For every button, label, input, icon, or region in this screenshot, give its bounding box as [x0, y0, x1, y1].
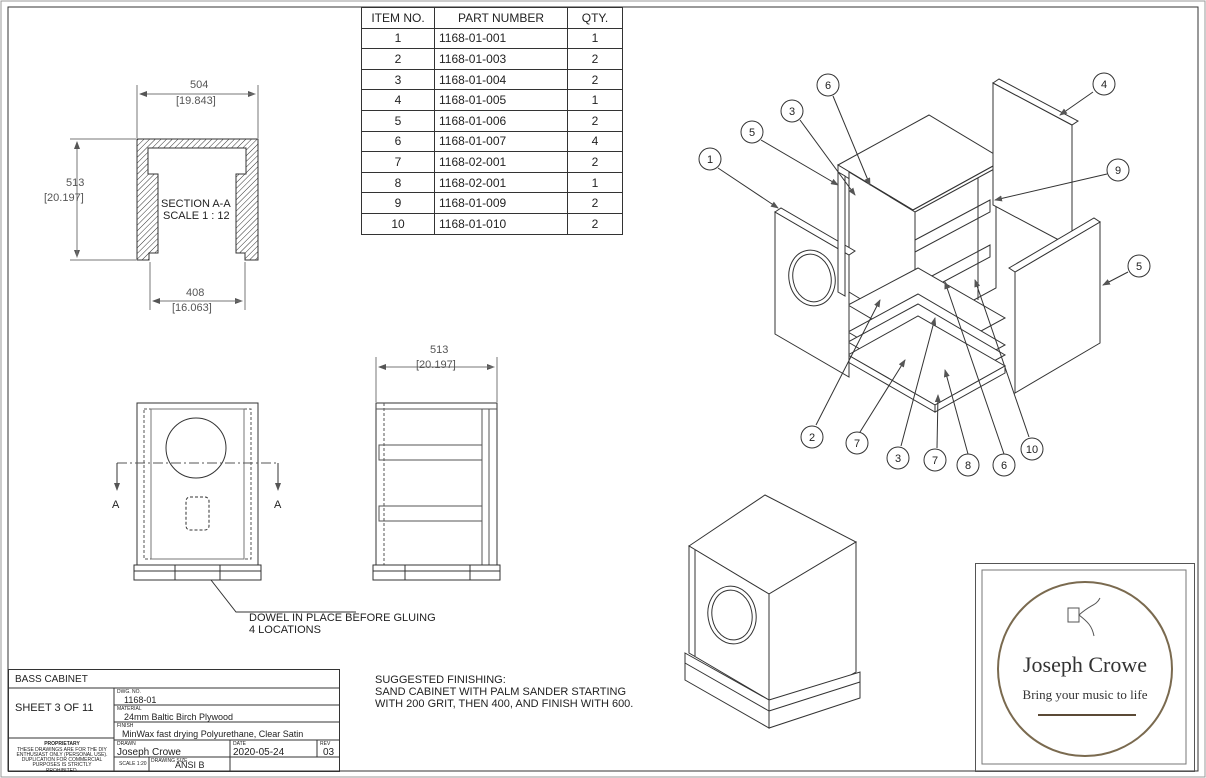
- section-top-dim: 504: [190, 79, 209, 91]
- drawing-title: BASS CABINET: [15, 674, 88, 685]
- section-label: SECTION A-A: [161, 198, 231, 210]
- balloon-3b: [886, 446, 910, 470]
- bom-qty: 2: [567, 212, 623, 235]
- balloon-8-label: 8: [965, 460, 971, 472]
- balloon-6b: [992, 453, 1016, 477]
- balloon-5b: [1127, 254, 1151, 278]
- bom-part: 1168-01-007: [434, 130, 568, 153]
- section-view: [70, 85, 259, 310]
- bom-header-item: ITEM NO.: [361, 7, 435, 29]
- speaker-icon: [1067, 597, 1101, 637]
- drawn-label: DRAWN: [117, 741, 136, 747]
- balloon-4: [1092, 72, 1116, 96]
- balloon-7b-label: 7: [932, 455, 938, 467]
- drawing-size: ANSI B: [175, 760, 205, 770]
- balloon-9: [1106, 158, 1130, 182]
- balloon-6a: [816, 73, 840, 97]
- sheet-number: SHEET 3 OF 11: [15, 702, 94, 714]
- logo-ring: [997, 581, 1173, 757]
- section-side-dim: 513: [66, 177, 85, 189]
- section-top-dim-in: [19.843]: [176, 95, 216, 107]
- date: 2020-05-24: [233, 747, 285, 758]
- balloon-5b-label: 5: [1136, 261, 1142, 273]
- front-view: [114, 402, 356, 613]
- assembled-view: [684, 494, 861, 729]
- section-marker-right: A: [274, 499, 282, 511]
- drawing-size-label: DRAWING SIZE: [151, 758, 188, 764]
- dwg-no: 1168-01: [124, 695, 157, 705]
- balloon-3a: [780, 99, 804, 123]
- date-label: DATE: [233, 741, 246, 747]
- balloon-4-label: 4: [1101, 79, 1107, 91]
- balloon-leaders: [717, 91, 1129, 455]
- balloon-7a: [845, 431, 869, 455]
- balloon-2: [800, 425, 824, 449]
- proprietary-text-2: ENTHUSIAST ONLY (PERSONAL USE).: [16, 752, 108, 758]
- dowel-note-count: 4 LOCATIONS: [249, 624, 321, 636]
- finishing-note-line3: WITH 200 GRIT, THEN 400, AND FINISH WITH…: [375, 698, 634, 710]
- dwg-no-label: DWG. NO.: [117, 689, 141, 695]
- finish-label: FINISH: [117, 723, 134, 729]
- section-bottom-dim: 408: [186, 287, 205, 299]
- bom-part: 1168-01-004: [434, 68, 568, 91]
- dowel-note: DOWEL IN PLACE BEFORE GLUING: [249, 612, 436, 624]
- side-view: [372, 357, 501, 581]
- side-top-dim-in: [20.197]: [416, 359, 456, 371]
- finishing-note-title: SUGGESTED FINISHING:: [375, 674, 506, 686]
- proprietary-text-4: PURPOSES IS STRICTLY PROHIBITED.: [32, 762, 92, 774]
- material-label: MATERIAL: [117, 706, 142, 712]
- balloon-5a: [740, 120, 764, 144]
- balloon-10-label: 10: [1026, 444, 1038, 456]
- exploded-view: [774, 78, 1101, 413]
- bom-part: 1168-01-005: [434, 89, 568, 111]
- balloon-5a-label: 5: [749, 127, 755, 139]
- title-block: BASS CABINET SHEET 3 OF 11 PROPRIETARY T…: [8, 669, 340, 774]
- balloon-8: [956, 453, 980, 477]
- finish: MinWax fast drying Polyurethane, Clear S…: [122, 729, 304, 739]
- section-side-dim-in: [20.197]: [44, 192, 84, 204]
- proprietary-text-3: DUPLICATION FOR COMMERCIAL: [21, 757, 103, 763]
- side-top-dim: 513: [430, 344, 449, 356]
- section-marker-left: A: [112, 499, 120, 511]
- material: 24mm Baltic Birch Plywood: [124, 712, 234, 722]
- balloon-7b: [923, 448, 947, 472]
- logo-tagline: Bring your music to life: [1022, 687, 1148, 702]
- balloon-2-label: 2: [809, 432, 815, 444]
- proprietary-text-1: THESE DRAWINGS ARE FOR THE DIY: [17, 747, 107, 753]
- drawn-by: Joseph Crowe: [117, 747, 181, 758]
- rev: 03: [323, 747, 335, 758]
- balloon-6a-label: 6: [825, 80, 831, 92]
- balloon-7a-label: 7: [854, 438, 860, 450]
- balloon-9-label: 9: [1115, 165, 1121, 177]
- logo-emblem: [997, 581, 1173, 757]
- balloon-10: [1020, 437, 1044, 461]
- logo-block: Joseph Crowe Bring your music to life: [975, 563, 1195, 772]
- logo-name: Joseph Crowe: [1022, 652, 1148, 677]
- section-scale: SCALE 1 : 12: [163, 210, 230, 222]
- balloon-3a-label: 3: [789, 106, 795, 118]
- balloon-6b-label: 6: [1001, 460, 1007, 472]
- scale: SCALE 1:20: [119, 761, 147, 767]
- bom-item: 10: [361, 212, 435, 235]
- balloon-3b-label: 3: [895, 453, 901, 465]
- title-block-grid: [9, 687, 339, 771]
- balloon-1: [698, 147, 722, 171]
- finishing-note-line2: SAND CABINET WITH PALM SANDER STARTING: [375, 686, 626, 698]
- section-bottom-dim-in: [16.063]: [172, 302, 212, 314]
- proprietary-title: PROPRIETARY: [44, 741, 80, 747]
- bom-part: 1168-01-010: [434, 212, 568, 235]
- rev-label: REV: [320, 741, 331, 747]
- balloon-1-label: 1: [707, 154, 713, 166]
